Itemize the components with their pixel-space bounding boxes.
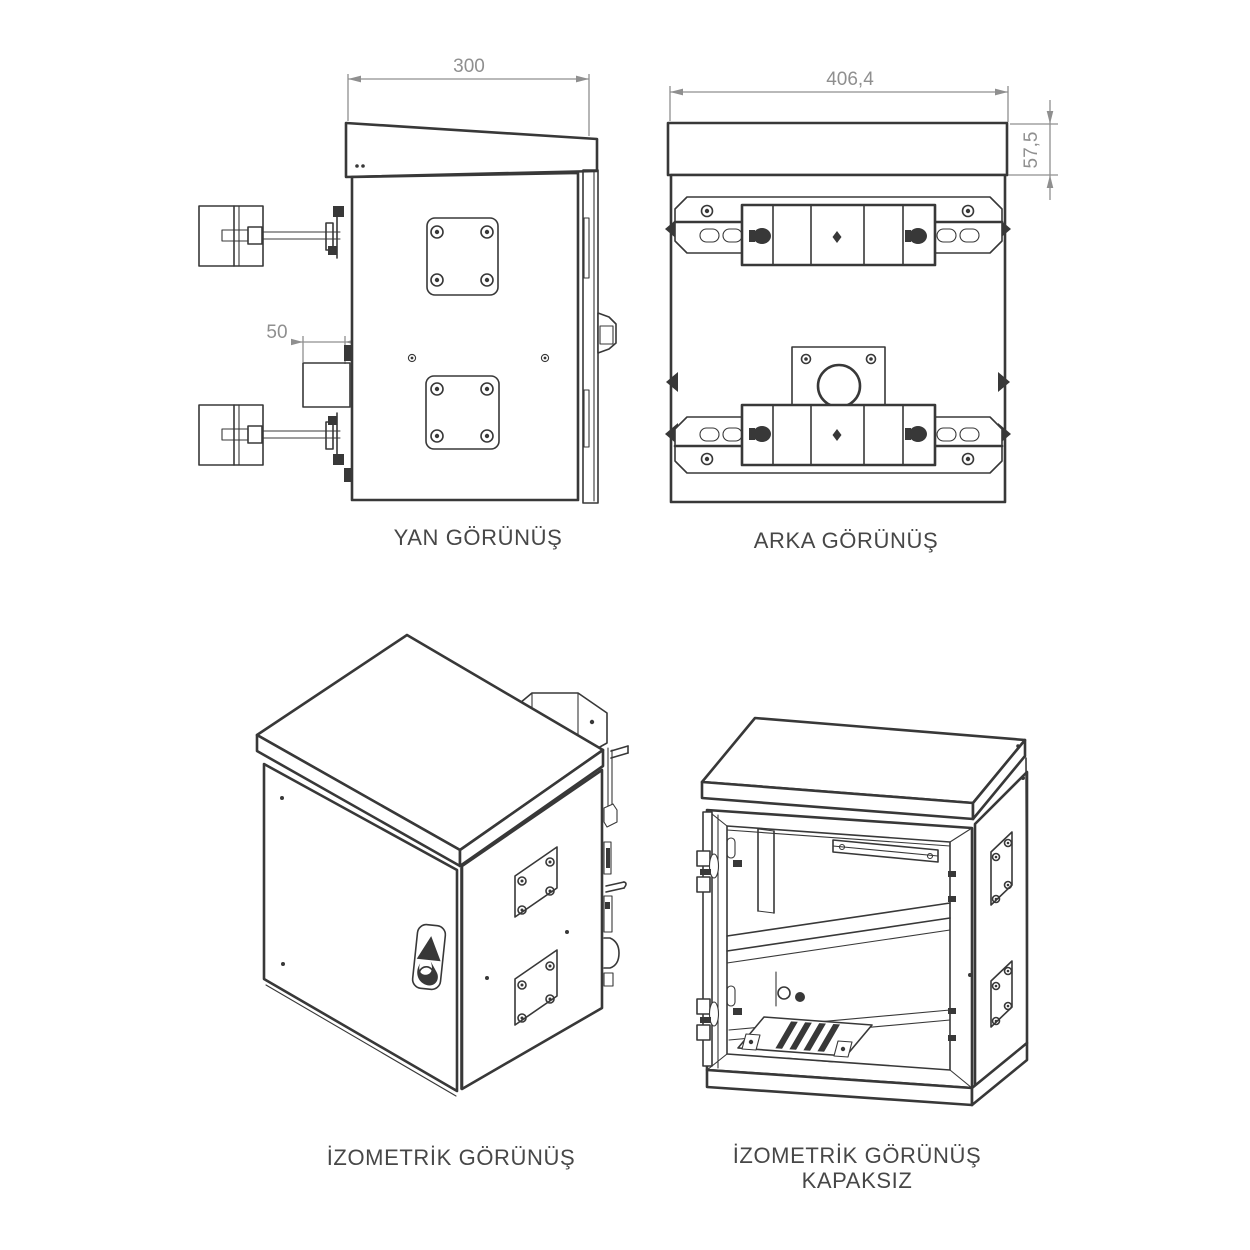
vent-plate — [737, 1016, 873, 1063]
bottom-band — [705, 1041, 1029, 1107]
roof-side — [344, 121, 599, 179]
hinge-lower — [696, 998, 720, 1041]
roof-back — [666, 121, 1009, 177]
side-plate-upper-iso — [514, 846, 558, 918]
isometric-view-label: İZOMETRİK GÖRÜNÜŞ — [327, 1145, 576, 1170]
back-view-label: ARKA GÖRÜNÜŞ — [754, 528, 938, 553]
back-view-dimension-width: 406,4 — [669, 69, 1009, 122]
dimension-value: 57,5 — [1021, 132, 1042, 169]
lock-latch-side — [597, 312, 617, 354]
side-plate-lower-iso — [514, 949, 558, 1026]
right-edge-fittings — [603, 803, 627, 987]
back-view: 406,4 57,5 — [665, 69, 1058, 553]
dimension-value: 300 — [453, 56, 485, 77]
mounting-rail-lower — [673, 403, 1004, 474]
roof-iso — [255, 633, 605, 868]
cabinet-side-iso-open — [968, 770, 1029, 1090]
gland-plate — [791, 346, 886, 409]
mounting-rail-upper — [673, 196, 1004, 267]
wall-bracket-top — [198, 205, 344, 267]
wall-bracket-bottom — [198, 404, 344, 466]
isometric-view: İZOMETRİK GÖRÜNÜŞ — [255, 633, 629, 1170]
side-view: 300 — [198, 56, 617, 550]
cabinet-body-side — [350, 171, 580, 502]
isometric-open-view: İZOMETRİK GÖRÜNÜŞ KAPAKSIZ — [696, 716, 1029, 1193]
roof-iso-open — [700, 716, 1027, 821]
back-right-edge — [1025, 757, 1028, 1044]
isometric-open-view-label-line2: KAPAKSIZ — [802, 1168, 913, 1193]
dimension-value: 50 — [266, 322, 287, 343]
mount-plate-upper — [426, 217, 499, 296]
cabinet-interior — [726, 828, 956, 1063]
side-view-dimension-offset: 50 — [266, 322, 357, 364]
side-view-dimension-width: 300 — [347, 56, 590, 136]
spacer-block — [302, 345, 352, 482]
mount-plate-lower — [425, 375, 500, 450]
isometric-open-view-label-line1: İZOMETRİK GÖRÜNÜŞ — [733, 1143, 982, 1168]
open-door-edge — [696, 811, 720, 1069]
side-view-label: YAN GÖRÜNÜŞ — [394, 525, 563, 550]
dimension-value: 406,4 — [826, 69, 874, 90]
side-plate-lower-iso-open — [990, 960, 1013, 1028]
cabinet-body-iso — [262, 762, 604, 1097]
rear-rod-top — [607, 745, 629, 807]
door-lock-handle — [411, 923, 447, 991]
back-view-dimension-roof: 57,5 — [1008, 100, 1058, 200]
side-plate-upper-iso-open — [990, 831, 1013, 906]
hinge-upper — [696, 850, 720, 893]
door-edge-side — [582, 169, 617, 504]
